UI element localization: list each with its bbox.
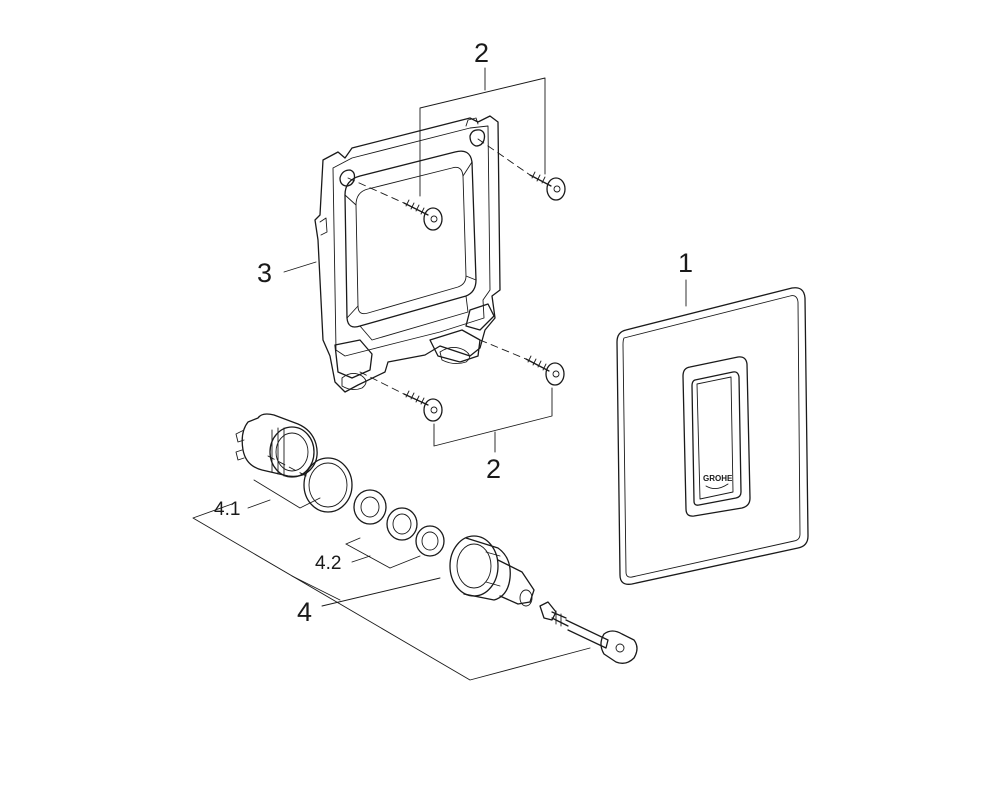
screw-icon [403,199,443,231]
label-plate: 1 [678,248,693,278]
plate-logo: GROHE [703,474,733,483]
cartridge-housing [235,413,318,478]
callout-lines [192,67,687,681]
flush-plate: GROHE [616,287,809,585]
label-screws-bottom: 2 [486,454,501,484]
label-4-2: 4.2 [315,553,341,574]
label-screws-top: 2 [474,38,489,68]
o-ring-icon [386,507,418,541]
screw-icon [529,171,566,201]
screw-icon [525,355,565,386]
o-ring-icon [415,525,445,557]
valve-body [449,535,535,607]
spindle [539,601,638,664]
o-ring-icon [303,457,353,513]
label-cartridge: 4 [297,597,312,627]
label-frame: 3 [257,258,272,288]
mounting-frame [314,115,501,393]
label-4-1: 4.1 [214,499,240,520]
screw-icon [403,390,443,422]
o-ring-icon [353,489,387,525]
